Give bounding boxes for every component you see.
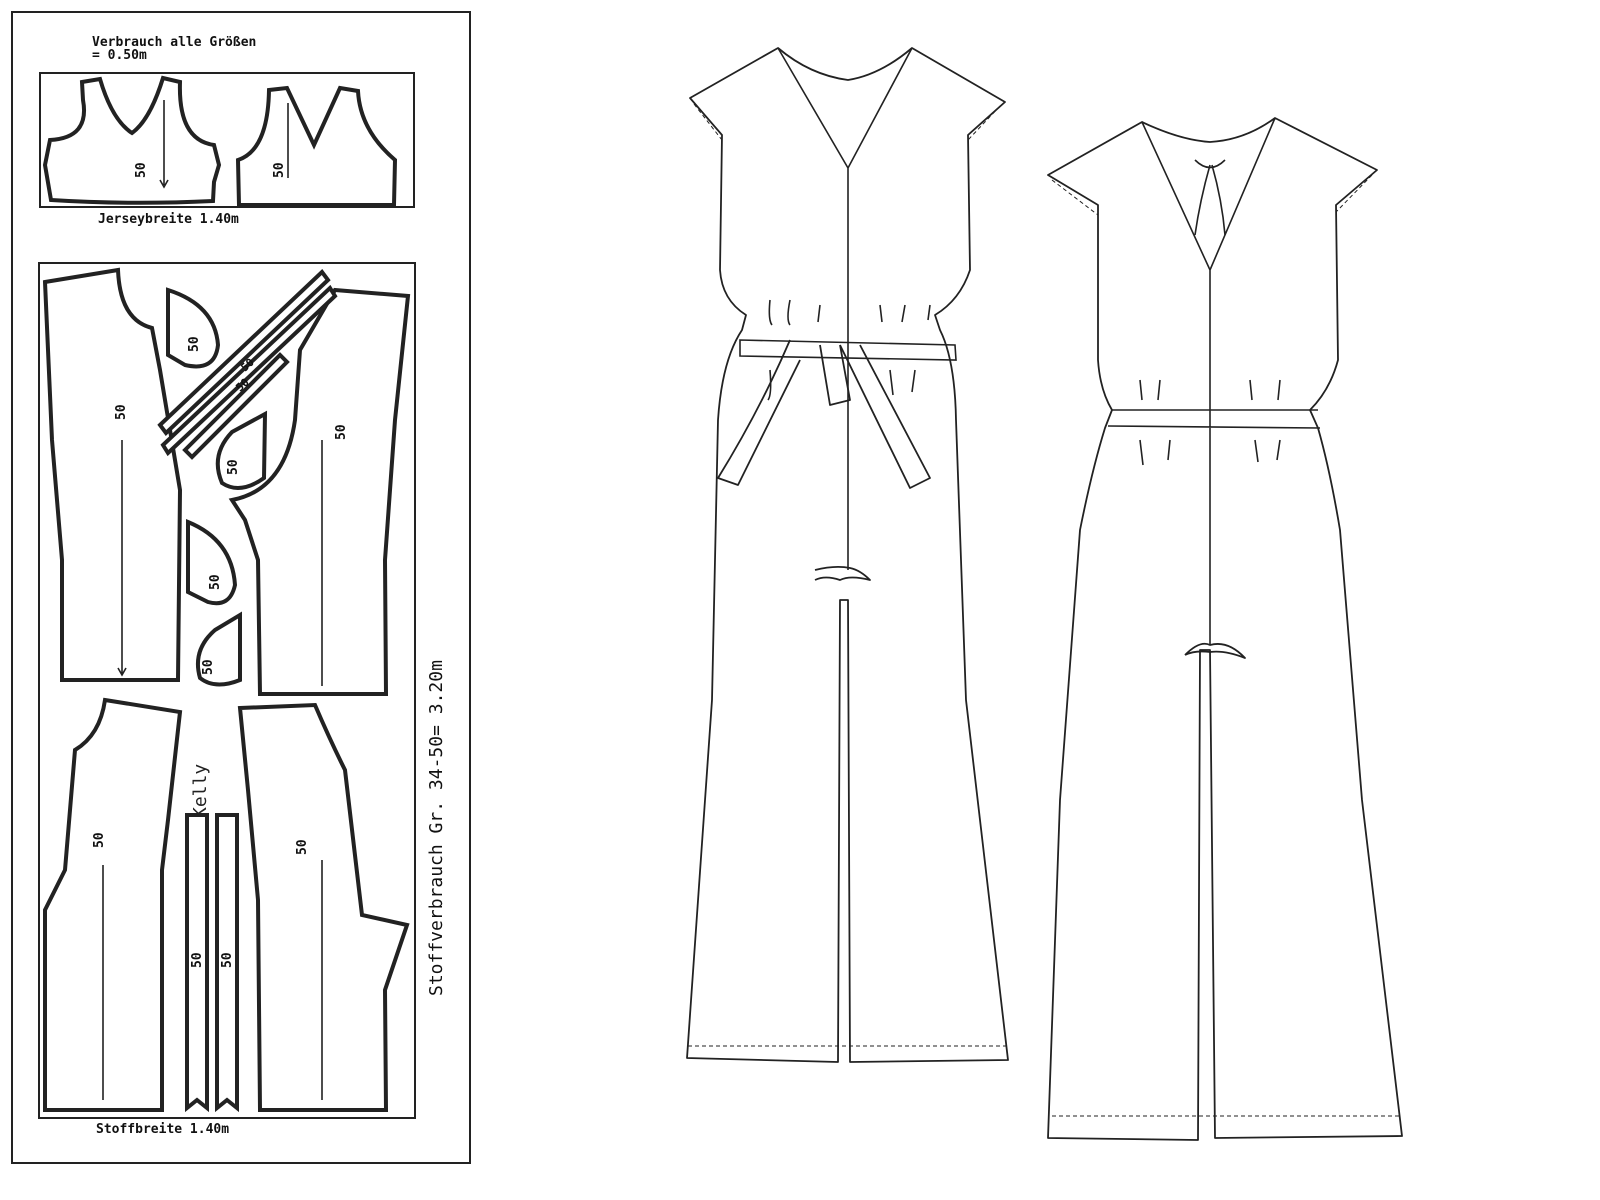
waistband-strip-1	[185, 813, 209, 1113]
pattern-name: Kelly	[190, 764, 211, 818]
jersey-usage-value: = 0.50m	[92, 48, 147, 63]
pocket-size-1: 50	[187, 336, 202, 352]
pocket-piece-1	[166, 287, 221, 369]
fabric-usage-label: Stoffverbrauch Gr. 34-50= 3.20m	[426, 660, 447, 996]
back-trouser-piece-2	[237, 702, 410, 1112]
waistband-size-1: 50	[190, 952, 205, 968]
waistband-size-2: 50	[220, 952, 235, 968]
waistband-strip-2	[215, 813, 239, 1113]
back-bodice-piece	[235, 85, 398, 207]
jersey-width-label: Jerseybreite 1.40m	[98, 212, 239, 227]
sheet-border	[11, 11, 471, 1164]
pocket-size-3: 50	[208, 574, 223, 590]
tie-strip-2	[160, 284, 338, 457]
pocket-size-4: 50	[201, 659, 216, 675]
trouser-size-4: 50	[295, 839, 310, 855]
tie-strip-3	[182, 352, 290, 460]
back-bodice-size: 50	[272, 162, 287, 178]
pocket-piece-3	[186, 519, 238, 606]
trouser-size-3: 50	[92, 832, 107, 848]
front-trouser-piece-1	[42, 267, 183, 682]
jumpsuit-back-view	[1047, 117, 1403, 1141]
jersey-usage-label: Verbrauch alle Größen	[92, 35, 256, 50]
jersey-layout-box	[39, 72, 415, 208]
trouser-size-2: 50	[334, 424, 349, 440]
back-trouser-piece-1	[228, 287, 411, 696]
pocket-size-2: 50	[226, 459, 241, 475]
front-trouser-piece-2	[43, 697, 183, 1112]
front-bodice-piece	[42, 75, 222, 205]
trouser-size-1: 50	[114, 404, 129, 420]
cutting-layout: Verbrauch alle Größen = 0.50m 50 50 Jers…	[11, 11, 471, 1164]
pocket-piece-2	[215, 410, 268, 490]
tie-strip-1	[157, 269, 331, 436]
fabric-width-label: Stoffbreite 1.40m	[96, 1122, 229, 1137]
fabric-layout-box	[38, 262, 416, 1119]
pocket-piece-4	[195, 611, 242, 687]
jumpsuit-front-view	[686, 47, 1009, 1063]
front-bodice-size: 50	[134, 162, 149, 178]
